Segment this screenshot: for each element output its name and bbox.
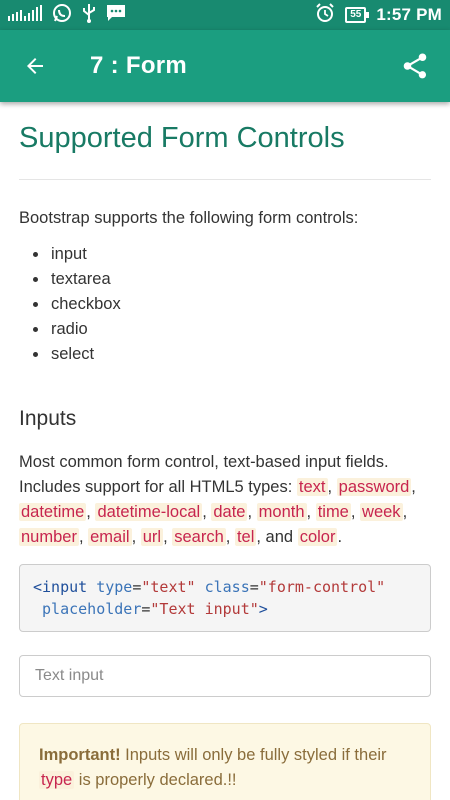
share-button[interactable] xyxy=(380,30,450,102)
code-attr: class xyxy=(204,578,250,596)
inputs-description: Most common form control, text-based inp… xyxy=(19,453,416,546)
page-content: Supported Form Controls Bootstrap suppor… xyxy=(0,102,450,800)
type-code: month xyxy=(256,503,307,521)
type-code: datetime-local xyxy=(95,503,203,521)
type-code: time xyxy=(315,503,351,521)
signal-bars-icon xyxy=(8,4,42,26)
list-item: textarea xyxy=(49,267,431,292)
inputs-desc-text: Most common form control, text-based inp… xyxy=(19,453,389,496)
type-code: number xyxy=(19,528,79,546)
code-example: <input type="text" class="form-control" … xyxy=(19,564,431,632)
status-time: 1:57 PM xyxy=(376,5,442,24)
list-item: radio xyxy=(49,317,431,342)
form-controls-list: input textarea checkbox radio select xyxy=(49,242,431,367)
type-code: date xyxy=(211,503,248,521)
list-item: select xyxy=(49,342,431,367)
page-title: Supported Form Controls xyxy=(19,122,345,154)
code-value: "text" xyxy=(141,578,196,596)
type-code: text xyxy=(296,478,328,496)
code-value: "Text input" xyxy=(150,600,259,618)
type-code: url xyxy=(140,528,164,546)
title-divider xyxy=(19,179,431,180)
message-icon xyxy=(106,4,126,27)
alarm-icon xyxy=(315,2,335,28)
important-alert: Important! Inputs will only be fully sty… xyxy=(19,723,431,800)
list-item: checkbox xyxy=(49,292,431,317)
type-code: datetime xyxy=(19,503,87,521)
share-icon xyxy=(403,53,427,79)
type-code: search xyxy=(172,528,226,546)
type-code: tel xyxy=(234,528,257,546)
status-left-icons xyxy=(8,3,126,28)
and-text: , and xyxy=(256,528,294,546)
whatsapp-icon xyxy=(52,3,72,28)
alert-text: Inputs will only be fully styled if thei… xyxy=(120,746,387,764)
status-bar: 55 1:57 PM xyxy=(0,0,450,30)
type-code: week xyxy=(360,503,403,521)
code-attr: placeholder xyxy=(42,600,142,618)
type-code: color xyxy=(297,528,338,546)
code-tag-open: <input xyxy=(33,578,88,596)
code-attr: type xyxy=(96,578,133,596)
inputs-heading: Inputs xyxy=(19,407,77,430)
status-right-icons: 55 1:57 PM xyxy=(315,2,442,28)
toolbar-title: 7 : Form xyxy=(90,52,188,79)
back-button[interactable] xyxy=(0,30,70,102)
intro-text: Bootstrap supports the following form co… xyxy=(19,209,359,227)
alert-code: type xyxy=(39,771,75,789)
usb-icon xyxy=(82,3,96,28)
alert-strong: Important! xyxy=(39,746,121,764)
alert-text-end: is properly declared.!! xyxy=(74,771,237,789)
app-toolbar: 7 : Form xyxy=(0,30,450,102)
arrow-back-icon xyxy=(27,58,43,74)
type-code: password xyxy=(336,478,412,496)
battery-icon: 55 xyxy=(345,7,370,23)
type-code: email xyxy=(88,528,132,546)
code-tag-close: > xyxy=(258,600,268,618)
demo-text-input[interactable] xyxy=(19,655,431,697)
code-value: "form-control" xyxy=(258,578,386,596)
list-item: input xyxy=(49,242,431,267)
